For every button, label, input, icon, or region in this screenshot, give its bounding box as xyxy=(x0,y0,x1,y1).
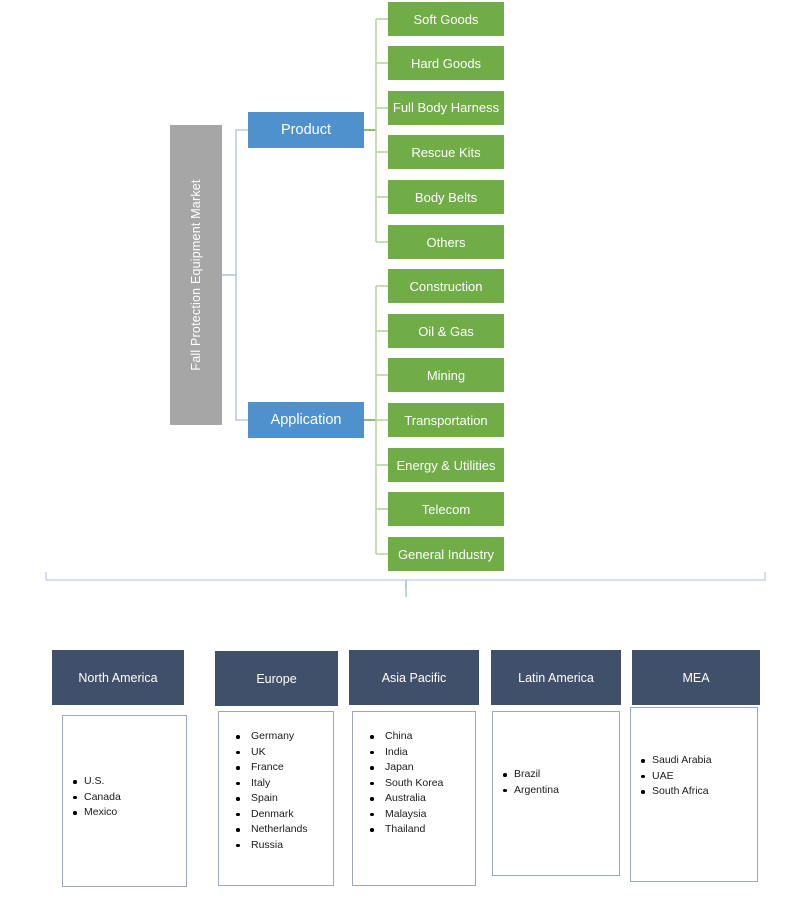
leaf-node-telecom[interactable]: Telecom xyxy=(388,492,504,526)
leaf-label: Construction xyxy=(409,278,483,294)
leaf-label: Energy & Utilities xyxy=(396,457,496,473)
leaf-label: Transportation xyxy=(404,412,488,428)
leaf-node-body-belts[interactable]: Body Belts xyxy=(388,180,504,214)
country-item: China xyxy=(353,729,475,745)
country-item: France xyxy=(219,760,333,776)
country-item: Russia xyxy=(219,838,333,854)
country-list-asia-pacific: China India Japan South Korea Australia … xyxy=(353,712,475,838)
leaf-node-transportation[interactable]: Transportation xyxy=(388,403,504,437)
country-item: Saudi Arabia xyxy=(639,753,757,769)
country-list-mea: Saudi Arabia UAE South Africa xyxy=(631,708,757,800)
region-name: Latin America xyxy=(518,670,594,685)
country-item: Italy xyxy=(219,776,333,792)
country-item: Spain xyxy=(219,791,333,807)
country-item: UAE xyxy=(639,769,757,785)
region-body-north-america: U.S. Canada Mexico xyxy=(62,715,187,887)
root-node-label: Fall Protection Equipment Market xyxy=(189,179,203,371)
country-list-latin-america: Brazil Argentina xyxy=(493,712,619,798)
country-list-north-america: U.S. Canada Mexico xyxy=(63,716,186,821)
leaf-node-general-industry[interactable]: General Industry xyxy=(388,537,504,571)
country-item: Australia xyxy=(353,791,475,807)
region-header-north-america[interactable]: North America xyxy=(52,650,184,705)
leaf-node-full-body-harness[interactable]: Full Body Harness xyxy=(388,91,504,125)
country-item: Netherlands xyxy=(219,822,333,838)
leaf-label: Body Belts xyxy=(414,189,478,205)
country-item: Canada xyxy=(71,790,186,806)
country-item: Denmark xyxy=(219,807,333,823)
leaf-node-mining[interactable]: Mining xyxy=(388,358,504,392)
country-item: Brazil xyxy=(501,767,619,783)
region-body-europe: Germany UK France Italy Spain Denmark Ne… xyxy=(218,711,334,886)
country-list-europe: Germany UK France Italy Spain Denmark Ne… xyxy=(219,712,333,853)
region-body-mea: Saudi Arabia UAE South Africa xyxy=(630,707,758,882)
country-item: Mexico xyxy=(71,805,186,821)
leaf-label: General Industry xyxy=(397,546,495,562)
leaf-label: Telecom xyxy=(421,501,471,517)
region-name: MEA xyxy=(682,670,710,685)
leaf-node-energy-and-utilities[interactable]: Energy & Utilities xyxy=(388,448,504,482)
country-item: Malaysia xyxy=(353,807,475,823)
country-item: South Korea xyxy=(353,776,475,792)
country-item: Germany xyxy=(219,729,333,745)
category-node-application[interactable]: Application xyxy=(248,402,364,438)
leaf-node-rescue-kits[interactable]: Rescue Kits xyxy=(388,135,504,169)
country-item: U.S. xyxy=(71,774,186,790)
country-item: Argentina xyxy=(501,783,619,799)
region-header-europe[interactable]: Europe xyxy=(215,651,338,706)
region-header-mea[interactable]: MEA xyxy=(632,650,760,705)
region-header-asia-pacific[interactable]: Asia Pacific xyxy=(349,650,479,705)
category-label-application: Application xyxy=(270,412,342,428)
country-item: UK xyxy=(219,745,333,761)
leaf-node-soft-goods[interactable]: Soft Goods xyxy=(388,2,504,36)
leaf-label: Rescue Kits xyxy=(411,144,481,160)
leaf-label: Hard Goods xyxy=(410,55,482,71)
leaf-label: Soft Goods xyxy=(413,11,479,27)
leaf-node-oil-and-gas[interactable]: Oil & Gas xyxy=(388,314,504,348)
country-item: Thailand xyxy=(353,822,475,838)
leaf-label: Oil & Gas xyxy=(418,323,474,339)
country-item: Japan xyxy=(353,760,475,776)
leaf-node-others[interactable]: Others xyxy=(388,225,504,259)
leaf-label: Others xyxy=(426,234,466,250)
leaf-label: Full Body Harness xyxy=(392,100,500,115)
region-body-latin-america: Brazil Argentina xyxy=(492,711,620,876)
leaf-node-hard-goods[interactable]: Hard Goods xyxy=(388,46,504,80)
category-node-product[interactable]: Product xyxy=(248,112,364,148)
category-label-product: Product xyxy=(281,122,331,138)
region-header-latin-america[interactable]: Latin America xyxy=(491,650,621,705)
country-item: South Africa xyxy=(639,784,757,800)
region-body-asia-pacific: China India Japan South Korea Australia … xyxy=(352,711,476,886)
leaf-label: Mining xyxy=(426,367,466,383)
root-node[interactable]: Fall Protection Equipment Market xyxy=(170,125,222,425)
country-item: India xyxy=(353,745,475,761)
region-name: Europe xyxy=(256,671,297,686)
leaf-node-construction[interactable]: Construction xyxy=(388,269,504,303)
region-name: North America xyxy=(78,670,158,685)
region-name: Asia Pacific xyxy=(381,670,447,685)
